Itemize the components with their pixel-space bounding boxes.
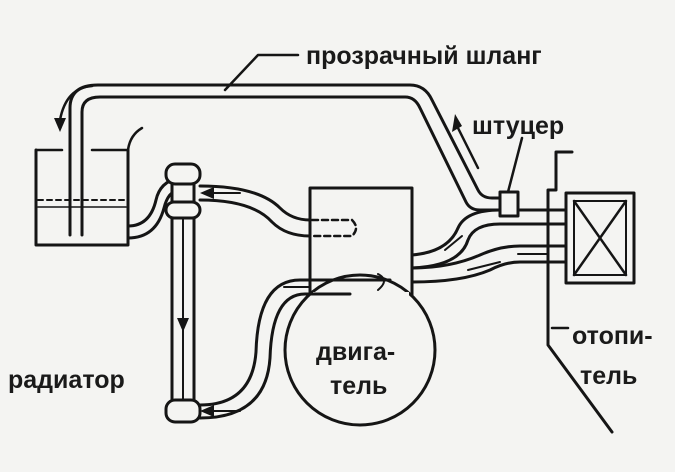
upper-hose-radiator-engine — [198, 184, 358, 238]
label-engine-line2: тель — [330, 372, 387, 400]
label-heater-line1: отопи- — [572, 322, 653, 350]
flow-arrow-lower-hose — [200, 286, 311, 417]
label-fitting: штуцер — [472, 112, 564, 140]
flow-arrow-radiator-down — [177, 239, 189, 332]
label-engine-line1: двига- — [316, 338, 395, 366]
heater-unit — [564, 191, 636, 285]
flow-arrow-upper-hose — [200, 187, 241, 199]
body-panel-line — [546, 150, 614, 434]
label-radiator: радиатор — [8, 366, 125, 394]
fitting — [498, 136, 524, 218]
hose-leader-line — [223, 53, 300, 92]
expansion-tank — [34, 126, 144, 247]
heater-hose-upper — [410, 208, 568, 270]
transparent-hose — [68, 83, 517, 237]
flow-arrow-hose-left — [54, 84, 94, 132]
flow-arrow-hose-right — [452, 114, 480, 170]
engine-block — [283, 186, 437, 427]
label-heater-line2: тель — [580, 362, 637, 390]
lower-hose-radiator-engine — [198, 273, 392, 420]
label-hose: прозрачный шланг — [306, 42, 542, 70]
heater-hose-lower — [410, 244, 568, 284]
